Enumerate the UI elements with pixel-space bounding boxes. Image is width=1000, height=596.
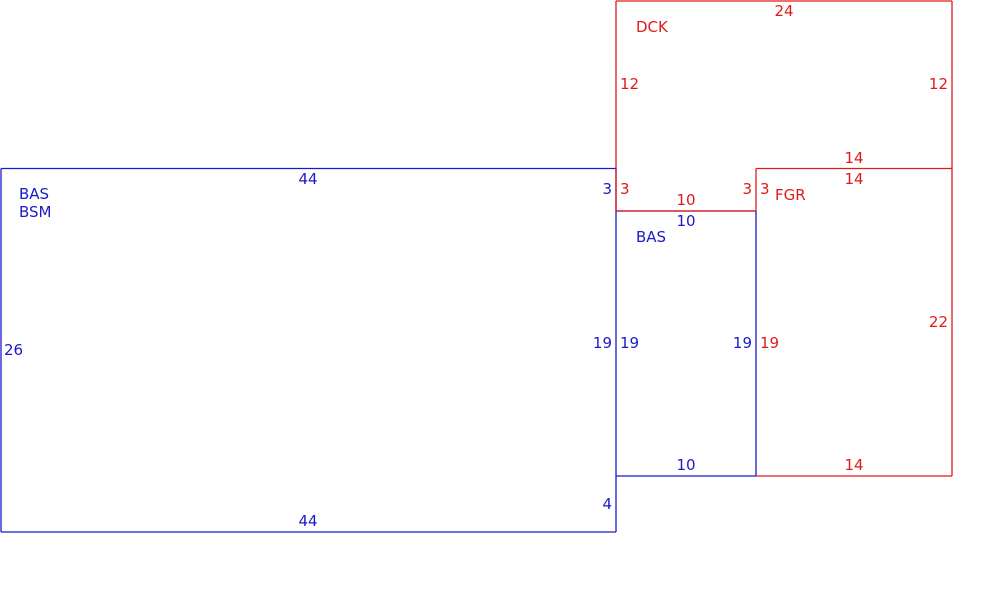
dim-small-right: 19 — [733, 334, 752, 352]
dim-main-right-upper: 3 — [602, 180, 612, 198]
dim-deck-right: 12 — [929, 75, 948, 93]
garage-code1: FGR — [775, 186, 806, 204]
dim-main-left: 26 — [4, 341, 23, 359]
dim-garage-bottom: 14 — [844, 456, 863, 474]
dim-deck-left: 12 — [620, 75, 639, 93]
base-main-code2: BSM — [19, 203, 52, 221]
dim-main-right-middle: 19 — [593, 334, 612, 352]
dim-small-bottom: 10 — [676, 456, 695, 474]
dim-deck-inner-right: 3 — [742, 180, 752, 198]
deck-outline — [615, 0, 953, 212]
dim-deck-top: 24 — [774, 2, 793, 20]
dim-main-bottom: 44 — [298, 512, 317, 530]
dim-small-left: 19 — [620, 334, 639, 352]
dim-main-right-lower: 4 — [602, 495, 612, 513]
dim-deck-inner-bottom: 10 — [676, 191, 695, 209]
base-small-code1: BAS — [636, 228, 666, 246]
base-main-outline — [0, 167, 617, 533]
deck-code1: DCK — [636, 18, 669, 36]
garage-outline — [755, 167, 953, 477]
dim-garage-top: 14 — [844, 170, 863, 188]
base-main-code1: BAS — [19, 185, 49, 203]
dim-garage-left-upper: 3 — [760, 180, 770, 198]
dim-garage-left: 19 — [760, 334, 779, 352]
dim-main-top: 44 — [298, 170, 317, 188]
dim-deck-left-lower: 3 — [620, 180, 630, 198]
dim-small-top: 10 — [676, 212, 695, 230]
dim-deck-bottom: 14 — [844, 149, 863, 167]
dim-garage-right: 22 — [929, 313, 948, 331]
